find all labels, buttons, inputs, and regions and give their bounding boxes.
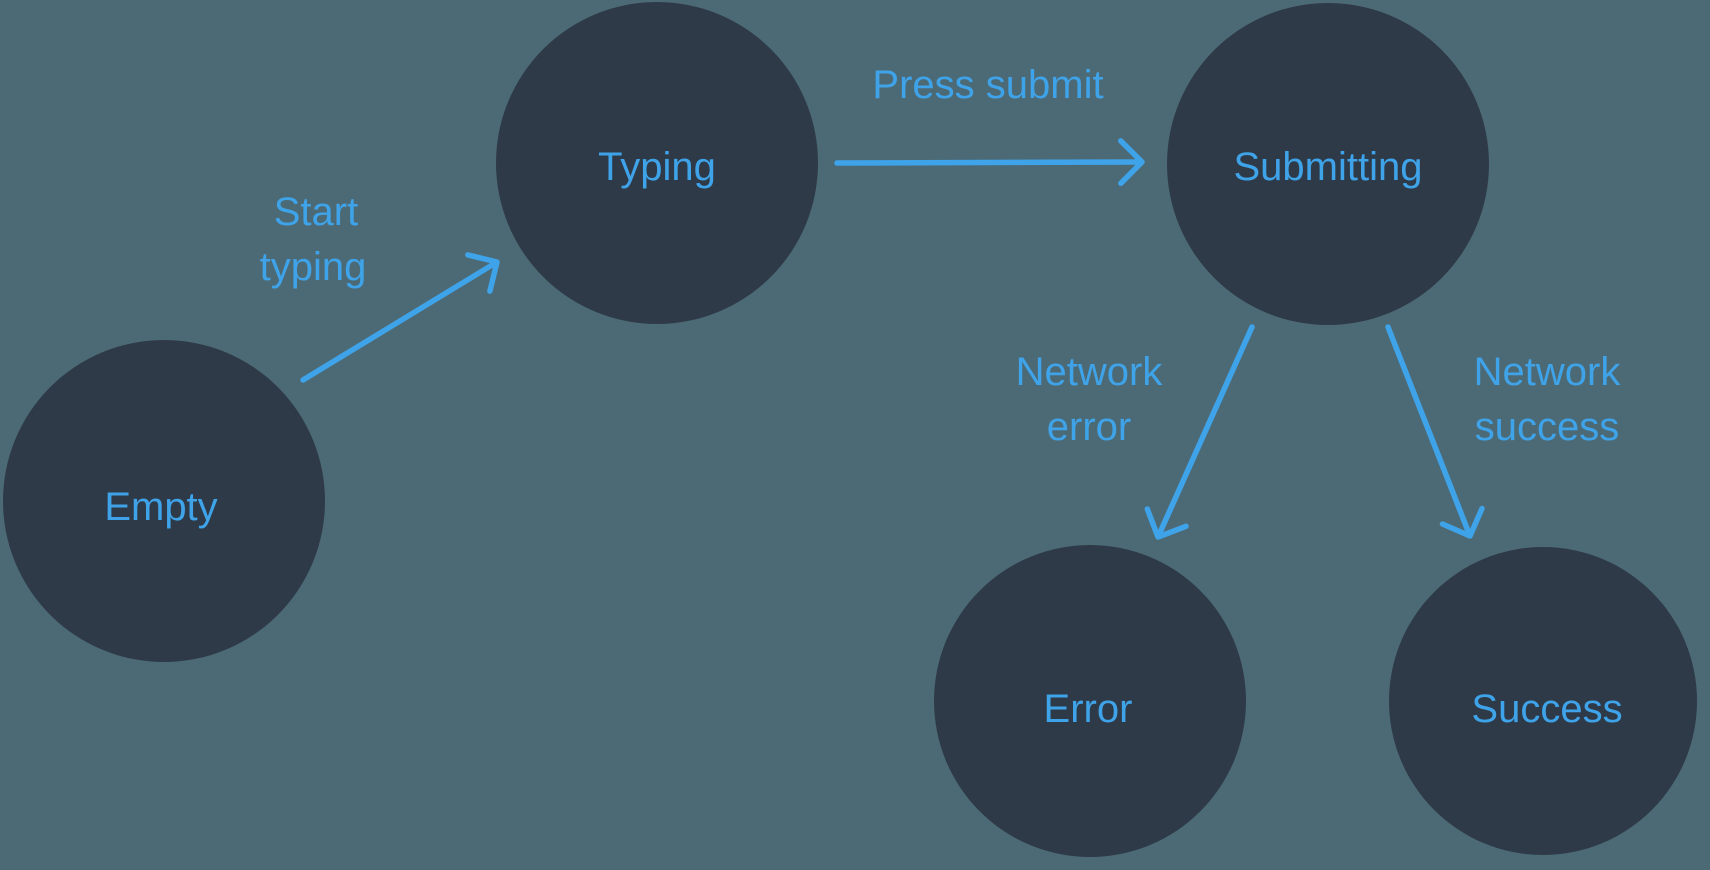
arrowhead-icon-press-submit <box>1117 138 1145 187</box>
state-label-submitting: Submitting <box>1234 145 1423 189</box>
transition-network-success: Network success <box>1385 324 1622 539</box>
state-node-success: Success <box>1389 547 1697 855</box>
state-circle-submitting <box>1167 3 1489 325</box>
transition-label-start-typing-line1: Start <box>274 190 358 234</box>
transition-label-network-success-line2: success <box>1475 405 1620 449</box>
state-node-submitting: Submitting <box>1167 3 1489 325</box>
state-label-success: Success <box>1471 687 1622 731</box>
state-node-empty: Empty <box>3 340 325 662</box>
transition-label-network-error-line1: Network <box>1016 350 1164 394</box>
transition-press-submit: Press submit <box>834 63 1145 187</box>
arrowhead-icon-network-success <box>1439 505 1485 539</box>
transition-arrow-network-success <box>1385 324 1472 536</box>
state-circle-error <box>934 545 1246 857</box>
state-circle-success <box>1389 547 1697 855</box>
state-label-empty: Empty <box>104 485 217 529</box>
transition-start-typing: Start typing <box>260 190 500 383</box>
transition-network-error: Network error <box>1016 324 1255 540</box>
state-label-typing: Typing <box>598 145 716 189</box>
state-circle-typing <box>496 2 818 324</box>
transition-label-network-success-line1: Network <box>1474 350 1622 394</box>
transition-label-network-error-line2: error <box>1047 405 1131 449</box>
transition-label-press-submit-line1: Press submit <box>872 63 1103 107</box>
state-label-error: Error <box>1044 687 1133 731</box>
transition-label-start-typing-line2: typing <box>260 245 367 289</box>
state-circle-empty <box>3 340 325 662</box>
state-node-typing: Typing <box>496 2 818 324</box>
transition-arrow-start-typing <box>300 260 498 383</box>
transition-arrow-network-error <box>1156 324 1255 538</box>
transition-arrow-press-submit <box>834 159 1142 166</box>
arrowhead-icon-network-error <box>1144 506 1189 540</box>
state-node-error: Error <box>934 545 1246 857</box>
arrowhead-icon-start-typing <box>465 252 500 294</box>
